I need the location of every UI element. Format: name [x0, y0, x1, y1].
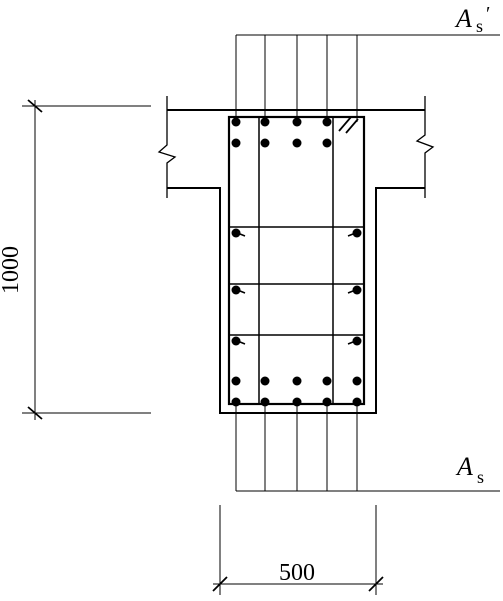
width-tick-right [368, 576, 384, 592]
web-and-flange-underside [167, 187, 425, 414]
bottom-steel-label: A s [455, 452, 484, 487]
side-rebar [231, 228, 362, 346]
rebar-dot [322, 138, 332, 148]
top-steel-subscript: s [476, 16, 483, 36]
bottom-steel-leader [235, 402, 500, 492]
bottom-steel-subscript: s [477, 467, 484, 487]
top-rebar [231, 117, 332, 148]
top-steel-symbol: A [454, 4, 472, 33]
rebar-dot [231, 138, 241, 148]
rebar-dot [322, 376, 332, 386]
section-outline [157, 96, 435, 414]
rebar-dot [352, 376, 362, 386]
bottom-steel-symbol: A [455, 452, 473, 481]
height-tick-bottom [27, 406, 43, 420]
width-dimension-value: 500 [279, 560, 315, 586]
left-break-line [157, 96, 177, 198]
rebar-dot [352, 285, 362, 295]
rebar-dot [292, 138, 302, 148]
rebar-dot [231, 228, 241, 238]
rebar-dot [231, 285, 241, 295]
stirrup-hook-2 [345, 118, 359, 134]
rebar-dot [260, 376, 270, 386]
outer-stirrup [227, 115, 366, 406]
height-dimension: 1000 [0, 99, 151, 420]
rebar-dot [260, 138, 270, 148]
top-steel-prime: ′ [486, 3, 490, 25]
rebar-dot [352, 336, 362, 346]
top-steel-leader [235, 34, 500, 122]
height-dimension-value: 1000 [0, 246, 24, 294]
rebar-dot [231, 336, 241, 346]
width-tick-left [212, 576, 228, 592]
right-break-line [415, 96, 435, 198]
rebar-dot [292, 376, 302, 386]
top-steel-label: A s ′ [454, 3, 490, 36]
height-tick-top [27, 99, 43, 113]
stirrup-hook-1 [338, 116, 352, 132]
width-dimension: 500 [212, 505, 384, 595]
tie-bars [229, 226, 364, 345]
rebar-dot [231, 376, 241, 386]
rebar-dot [352, 228, 362, 238]
stirrups [227, 115, 366, 406]
